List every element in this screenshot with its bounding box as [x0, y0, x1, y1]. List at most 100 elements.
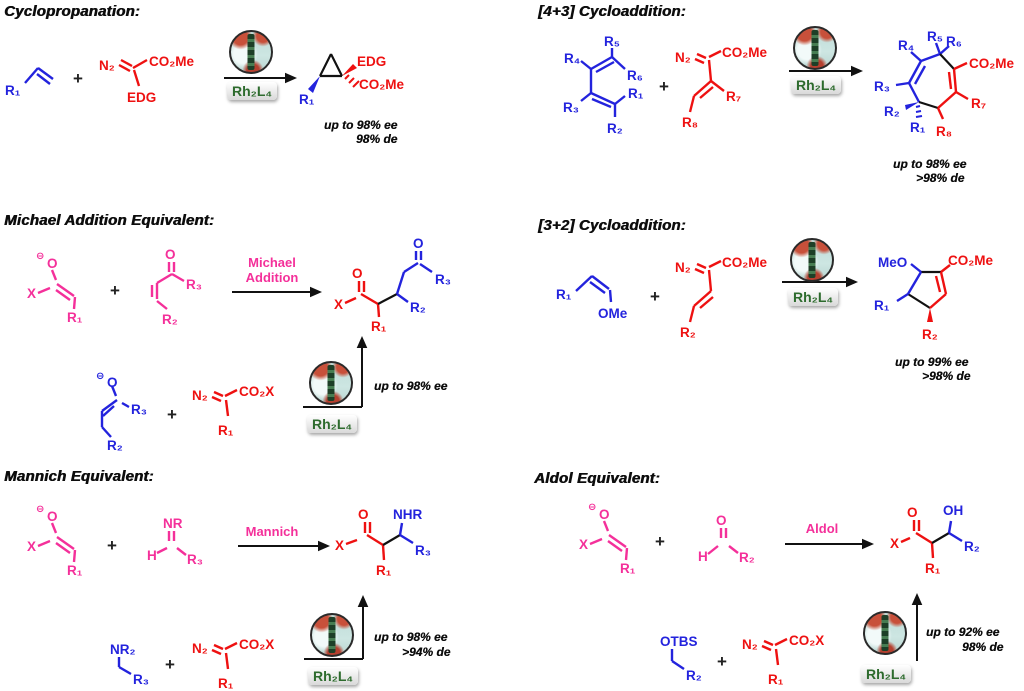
diazo-n2-label: N₂: [99, 58, 115, 73]
diene-r1-label: R₁: [628, 86, 644, 101]
product-r4-label: R₄: [898, 38, 914, 53]
plus-sign: +: [650, 287, 660, 306]
product-blue-bonds: [947, 520, 963, 543]
product-o-right-label: O: [413, 236, 424, 251]
product-r8-label: R₈: [936, 124, 952, 139]
diazo-bonds: [211, 641, 238, 670]
de-stat: >98% de: [916, 171, 965, 185]
enolate2-bonds: [100, 385, 130, 438]
catalyst-label: Rh₂L₄: [227, 82, 278, 100]
section-4plus3-cycloaddition: [4+3] Cycloaddition: R₅ R₆ R₄ R₃ R₁ R₂ +: [512, 0, 1024, 210]
product-r1-label: R₁: [371, 319, 387, 334]
plus-sign: +: [107, 536, 117, 555]
product-ester-label: CO₂Me: [969, 56, 1014, 71]
product-r2-label: R₂: [884, 104, 900, 119]
amine-nr2-label: NR₂: [110, 642, 136, 657]
product-meo-label: MeO: [878, 255, 907, 270]
product-r3-label: R₃: [415, 543, 431, 558]
de-stat: 98% de: [356, 132, 398, 146]
reaction-arrow: [232, 286, 322, 298]
product-r1-wedge: [308, 76, 320, 93]
product-o-label: O: [907, 505, 918, 520]
diazo-r8-label: R₈: [682, 115, 698, 130]
de-stat: >98% de: [922, 369, 971, 383]
product-center-bond: [377, 293, 398, 305]
diazo-r7-label: R₇: [726, 89, 741, 104]
catalyst-photo: [309, 361, 353, 405]
imine-nr-label: NR: [163, 516, 183, 531]
product-ring-bonds: [319, 53, 343, 78]
enolether-ome-label: OMe: [598, 306, 628, 321]
product-black-bonds: [907, 270, 941, 309]
vinyldiazo-bonds: [688, 49, 725, 113]
imine-bonds: [156, 531, 187, 556]
enolate-o-label: O: [47, 509, 58, 524]
product-center-bond: [931, 532, 950, 544]
enolate-x-label: X: [579, 537, 588, 552]
enone-bonds: [150, 262, 185, 310]
arrow-label-line1: Michael: [248, 255, 296, 270]
diazo2-ester-label: CO₂X: [239, 384, 274, 399]
plus-sign: +: [167, 405, 177, 424]
catalyst-photo: [310, 613, 354, 657]
product-edg-wedge: [342, 64, 357, 76]
cyclopropanation-structures: R₁ + N₂ CO₂Me EDG R₁ EDG CO₂Me: [5, 53, 404, 146]
product-edg-label: EDG: [357, 54, 386, 69]
aldehyde-h-label: H: [698, 549, 708, 564]
diene-r4-label: R₄: [564, 51, 580, 66]
diazo-ester-label: CO₂X: [239, 637, 274, 652]
diazo-ester-label: CO₂Me: [722, 255, 767, 270]
section-3plus2-cycloaddition: [3+2] Cycloaddition: R₁ OMe + N₂ CO₂Me R…: [512, 210, 1024, 465]
michael-structures: ⊖ O X R₁ + O R₃ R₂ Michael Addition: [27, 236, 451, 453]
product-r2-wedge: [927, 308, 933, 322]
ee-stat: up to 98% ee: [324, 118, 398, 132]
enolether-r1-label: R₁: [556, 287, 572, 302]
reaction-arrow: [238, 540, 330, 552]
diazo-edg-label: EDG: [127, 90, 156, 105]
plus-sign: +: [655, 532, 665, 551]
section-title: Cyclopropanation:: [4, 3, 140, 20]
alkene-bonds: [24, 67, 54, 85]
enolate-o-label: O: [599, 507, 610, 522]
cyclo32-structures: R₁ OMe + N₂ CO₂Me R₂: [556, 253, 993, 383]
aldehyde-r2-label: R₂: [739, 550, 755, 565]
plus-sign: +: [110, 281, 120, 300]
product-x-label: X: [335, 538, 344, 553]
enolate-x-label: X: [27, 539, 36, 554]
catalyst-label: Rh₂L₄: [791, 76, 842, 94]
diene-r5-label: R₅: [604, 34, 620, 49]
product-r3-label: R₃: [435, 272, 451, 287]
section-title: Aldol Equivalent:: [534, 470, 660, 487]
diazo-n2-label: N₂: [675, 260, 691, 275]
diazo-n2-label: N₂: [675, 50, 691, 65]
vinyldiazo-bonds: [688, 259, 722, 323]
catalyst-photo: [863, 611, 907, 655]
diene-r2-label: R₂: [607, 121, 623, 136]
product-x-label: X: [890, 536, 899, 551]
product-red-bonds: [344, 281, 381, 318]
product-r5-label: R₅: [927, 29, 943, 44]
enolate-charge: ⊖: [36, 504, 44, 515]
enone-r2-label: R₂: [162, 312, 178, 327]
product-r2-wedge: [905, 102, 919, 110]
aldehyde-bonds: [707, 528, 739, 555]
arrow-label-line2: Addition: [246, 270, 299, 285]
reaction-arrow: [224, 72, 297, 84]
diazo-bonds: [761, 637, 788, 666]
product-r6-label: R₆: [946, 34, 962, 49]
enolate-charge: ⊖: [588, 502, 596, 513]
arrow-label: Mannich: [246, 524, 299, 539]
product-black-bonds: [918, 53, 955, 110]
aldol-structures: ⊖ O X R₁ + O H R₂ Aldol: [579, 502, 1004, 687]
de-stat: >94% de: [402, 645, 451, 659]
diazo-r1-label: R₁: [218, 676, 234, 691]
catalyst-label: Rh₂L₄: [788, 288, 839, 306]
arrow-label: Aldol: [806, 521, 839, 536]
section-cyclopropanation: Cyclopropanation: R₁ + N₂ CO₂Me EDG: [0, 0, 512, 210]
reaction-arrow: [785, 538, 874, 550]
product-r2-label: R₂: [922, 327, 938, 342]
diazo-r1-label: R₁: [768, 672, 784, 687]
diene-r3-label: R₃: [563, 100, 579, 115]
enolate-r1-label: R₁: [67, 563, 83, 578]
diazo2-bonds: [211, 388, 238, 417]
